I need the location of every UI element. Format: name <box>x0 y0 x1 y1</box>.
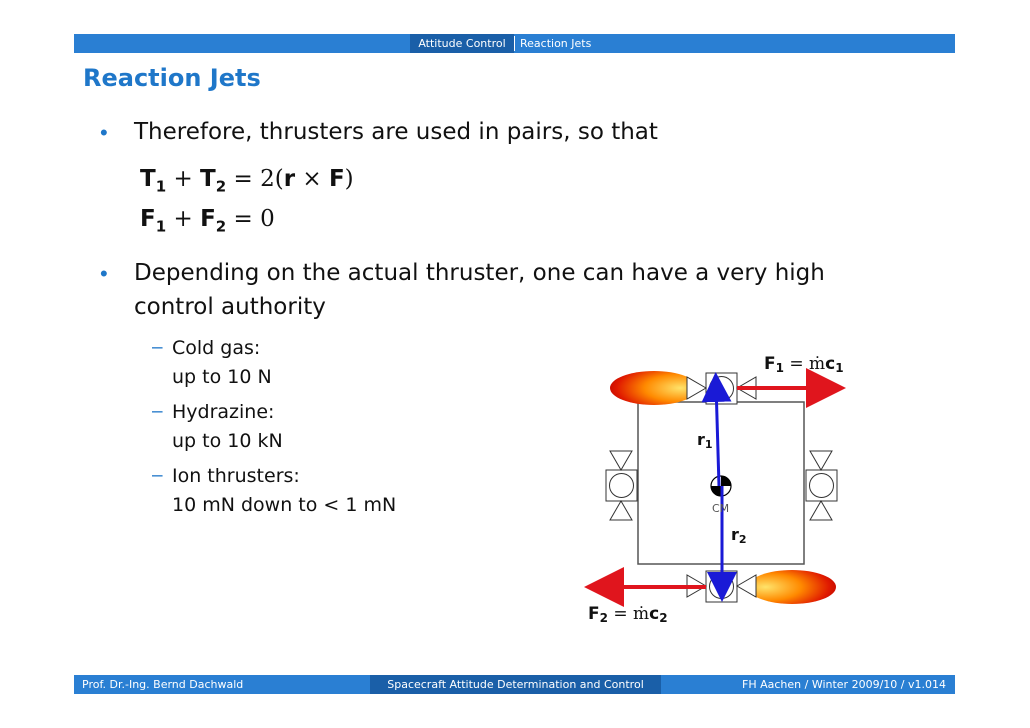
eq1-plus: + <box>173 166 193 192</box>
top-nav-bar: Attitude Control Reaction Jets <box>74 34 955 53</box>
bullet-marker: • <box>100 120 108 145</box>
sub-item-ion-detail: 10 mN down to < 1 mN <box>172 494 397 516</box>
equation-torque: T1 + T2 = 2(r × F) <box>140 166 354 196</box>
sub-item-cold-gas-label: Cold gas: <box>172 337 261 359</box>
sub-bullet-marker: – <box>152 337 163 358</box>
bullet-text-1: Therefore, thrusters are used in pairs, … <box>134 119 658 145</box>
force1-label: F1 = ṁc1 <box>764 354 844 375</box>
bullet-text-2a: Depending on the actual thruster, one ca… <box>134 260 825 286</box>
nav-section-attitude-control[interactable]: Attitude Control <box>410 34 514 53</box>
eq1-close: ) <box>344 166 354 192</box>
eq2-rhs: = 0 <box>233 206 275 232</box>
eq1-t2-sub: 2 <box>215 177 227 196</box>
sub-item-hydrazine-detail: up to 10 kN <box>172 430 283 452</box>
bullet-marker: • <box>100 261 108 286</box>
eq1-t1-sub: 1 <box>155 177 167 196</box>
bullet-text-2b: control authority <box>134 294 326 320</box>
nav-section-reaction-jets[interactable]: Reaction Jets <box>520 37 592 50</box>
eq2-plus: + <box>173 206 193 232</box>
eq1-times: × <box>295 166 329 192</box>
thruster-left <box>605 450 638 521</box>
footer-institution: FH Aachen / Winter 2009/10 / v1.0 <box>742 678 932 691</box>
eq2-f2-sub: 2 <box>215 217 227 236</box>
force2-label: F2 = ṁc2 <box>588 604 668 625</box>
thruster-right <box>805 450 838 521</box>
eq2-f1: F <box>140 206 156 232</box>
eq1-t2: T <box>200 166 216 192</box>
thrust-flame-top <box>610 371 698 405</box>
eq1-rhs: = 2( <box>233 166 284 192</box>
footer-course: Spacecraft Attitude Determination and Co… <box>370 675 661 694</box>
footer-page-number: 14 <box>932 678 946 691</box>
eq1-f: F <box>328 166 345 192</box>
thrust-flame-bottom <box>748 570 836 604</box>
equation-force: F1 + F2 = 0 <box>140 206 275 236</box>
sub-bullet-marker: – <box>152 401 163 422</box>
eq2-f1-sub: 1 <box>155 217 167 236</box>
sub-item-cold-gas-detail: up to 10 N <box>172 366 272 388</box>
eq1-t1: T <box>140 166 156 192</box>
footer-bar: Prof. Dr.-Ing. Bernd Dachwald Spacecraft… <box>74 675 955 694</box>
footer-author: Prof. Dr.-Ing. Bernd Dachwald <box>82 678 244 691</box>
r2-label: r2 <box>731 525 747 546</box>
nav-divider <box>514 36 515 51</box>
cm-label: CM <box>712 502 729 515</box>
eq2-f2: F <box>200 206 216 232</box>
eq1-r: r <box>283 166 296 192</box>
sub-item-ion-label: Ion thrusters: <box>172 465 300 487</box>
vector-r1 <box>701 372 732 487</box>
sub-bullet-marker: – <box>152 465 163 486</box>
r1-label: r1 <box>697 430 713 451</box>
sub-item-hydrazine-label: Hydrazine: <box>172 401 275 423</box>
slide-title: Reaction Jets <box>83 64 261 92</box>
